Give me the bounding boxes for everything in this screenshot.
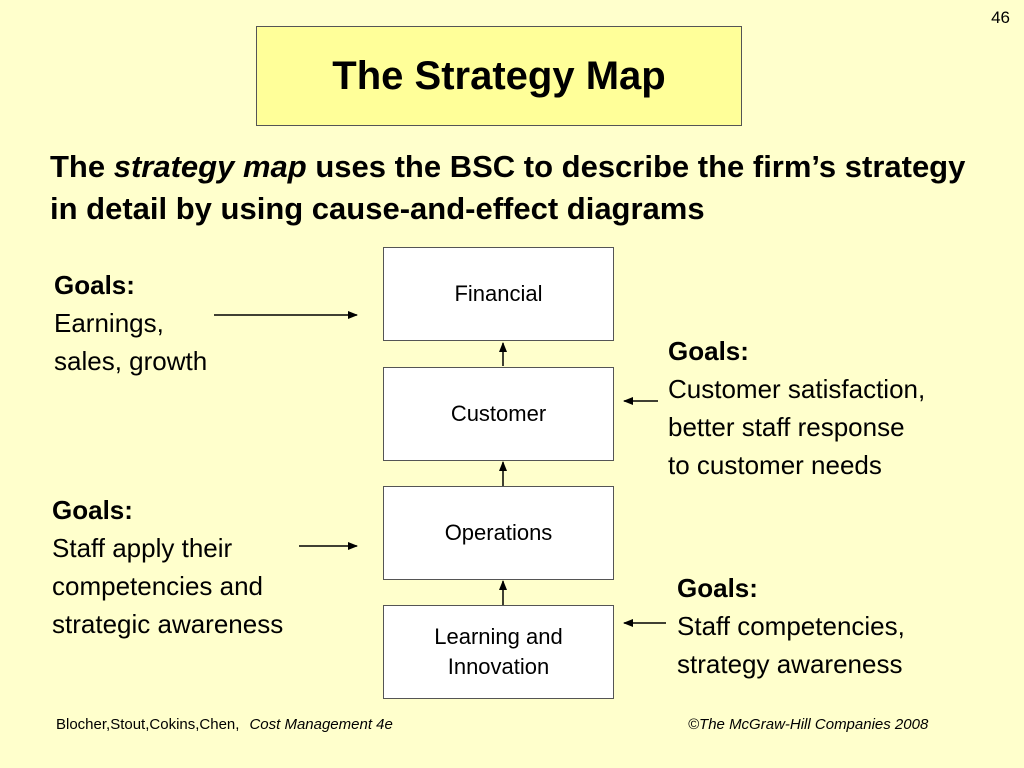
slide-subtitle: The strategy map uses the BSC to describ… <box>50 146 1000 230</box>
goal-financial: Goals: Earnings, sales, growth <box>54 266 207 380</box>
goal-operations-body: Staff apply their competencies and strat… <box>52 533 284 639</box>
node-operations: Operations <box>383 486 614 580</box>
goal-operations-head: Goals: <box>52 495 133 525</box>
page-number: 46 <box>991 8 1010 27</box>
footer-authors: Blocher,Stout,Cokins,Chen, <box>56 716 240 733</box>
node-operations-label: Operations <box>444 520 553 545</box>
goal-learning-body: Staff competencies, strategy awareness <box>677 611 905 679</box>
footer-book: Cost Management 4e <box>249 716 393 733</box>
node-customer-label: Customer <box>450 401 547 426</box>
subtitle-rest: uses the BSC to describe the firm’s stra… <box>50 149 966 226</box>
node-learning-label: Learning and Innovation <box>434 624 563 679</box>
goal-operations: Goals: Staff apply their competencies an… <box>52 491 283 643</box>
goal-customer-body: Customer satisfaction, better staff resp… <box>668 374 926 480</box>
title-box: The Strategy Map <box>256 26 742 126</box>
goal-financial-head: Goals: <box>54 270 135 300</box>
footer-citation: Blocher,Stout,Cokins,Chen, Cost Managemen… <box>56 716 393 733</box>
goal-customer: Goals: Customer satisfaction, better sta… <box>668 332 925 484</box>
node-financial-label: Financial <box>454 281 543 306</box>
footer-copyright: ©The McGraw-Hill Companies 2008 <box>688 716 929 733</box>
goal-learning: Goals: Staff competencies, strategy awar… <box>677 569 905 683</box>
subtitle-emphasis: strategy map <box>113 149 307 184</box>
node-learning: Learning and Innovation <box>383 605 614 699</box>
goal-financial-body: Earnings, sales, growth <box>54 308 208 376</box>
slide-title: The Strategy Map <box>332 53 666 98</box>
subtitle-prefix: The <box>50 149 114 184</box>
node-customer: Customer <box>383 367 614 461</box>
goal-customer-head: Goals: <box>668 336 749 366</box>
goal-learning-head: Goals: <box>677 573 758 603</box>
node-financial: Financial <box>383 247 614 341</box>
